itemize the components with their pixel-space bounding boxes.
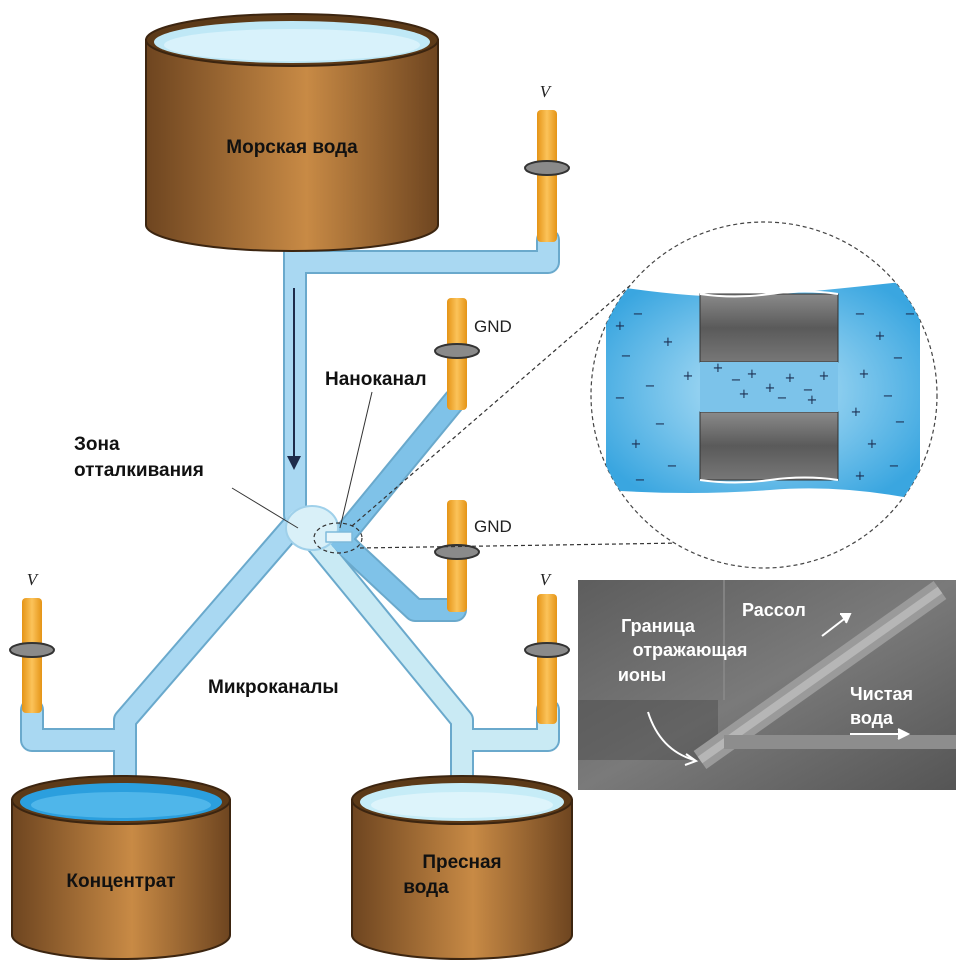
negative-ion: − <box>883 389 894 404</box>
photo-boundary-label-line2: отражающая <box>633 640 748 660</box>
positive-ion: + <box>855 469 866 484</box>
negative-ion: − <box>667 459 678 474</box>
negative-ion: − <box>905 307 916 322</box>
voltage-label-bottom-right: V <box>540 570 553 589</box>
repulsion-zone-label-line2: отталкивания <box>74 460 204 481</box>
magnified-nanochannel-view <box>606 280 920 500</box>
positive-ion: + <box>851 405 862 420</box>
negative-ion: − <box>889 459 900 474</box>
electrode-bottom-right <box>524 594 570 724</box>
electrode-ground-upper <box>434 298 480 410</box>
concentrate-tank <box>11 775 231 960</box>
negative-ion: − <box>655 417 666 432</box>
negative-ion: − <box>803 383 814 398</box>
microchannel-network <box>20 228 560 817</box>
photo-clean-water-label-line2: вода <box>850 708 894 728</box>
fresh-water-label-line1: Пресная <box>422 852 501 873</box>
negative-ion: − <box>893 351 904 366</box>
fresh-water-label-line2: вода <box>403 877 449 898</box>
nanochannel-junction <box>325 531 353 543</box>
positive-ion: + <box>859 367 870 382</box>
electrode-bottom-left <box>9 598 55 713</box>
voltage-label-top-right: V <box>540 82 553 101</box>
nanochannel-label: Наноканал <box>325 369 427 390</box>
positive-ion: + <box>663 335 674 350</box>
flow-direction-arrow <box>287 288 301 470</box>
positive-ion: + <box>875 329 886 344</box>
electrode-top-right <box>524 110 570 242</box>
repulsion-zone-label-line1: Зона <box>74 434 120 455</box>
photo-boundary-label-line3: ионы <box>618 665 666 685</box>
ion-markers: −+−−+−−+−−+−+++−++−+−+−+−+−+−++− <box>615 307 916 488</box>
negative-ion: − <box>645 379 656 394</box>
photo-clean-water-label-line1: Чистая <box>850 684 913 704</box>
ground-label-lower: GND <box>474 517 512 536</box>
electrode-ground-lower <box>434 500 480 612</box>
repulsion-zone-leader-line <box>231 487 299 529</box>
positive-ion: + <box>867 437 878 452</box>
concentrate-label: Концентрат <box>66 871 175 892</box>
negative-ion: − <box>895 415 906 430</box>
positive-ion: + <box>765 381 776 396</box>
photo-boundary-label-line1: Граница <box>621 616 696 636</box>
positive-ion: + <box>615 319 626 334</box>
microscope-photo-inset <box>578 580 956 790</box>
negative-ion: − <box>621 349 632 364</box>
positive-ion: + <box>819 369 830 384</box>
positive-ion: + <box>713 361 724 376</box>
photo-brine-label: Рассол <box>742 600 806 620</box>
voltage-label-bottom-left: V <box>27 570 40 589</box>
positive-ion: + <box>747 367 758 382</box>
positive-ion: + <box>631 437 642 452</box>
sea-water-tank <box>145 13 439 252</box>
negative-ion: − <box>855 307 866 322</box>
positive-ion: + <box>739 387 750 402</box>
positive-ion: + <box>785 371 796 386</box>
sea-water-label: Морская вода <box>226 137 358 158</box>
negative-ion: − <box>635 473 646 488</box>
fresh-water-tank <box>351 775 573 960</box>
positive-ion: + <box>807 393 818 408</box>
nanochannel-leader-line <box>339 391 373 529</box>
ground-label-upper: GND <box>474 317 512 336</box>
positive-ion: + <box>683 369 694 384</box>
photo-arrows <box>647 613 911 766</box>
negative-ion: − <box>731 373 742 388</box>
negative-ion: − <box>777 391 788 406</box>
negative-ion: − <box>633 307 644 322</box>
microchannels-label: Микроканалы <box>208 677 339 698</box>
negative-ion: − <box>615 391 626 406</box>
